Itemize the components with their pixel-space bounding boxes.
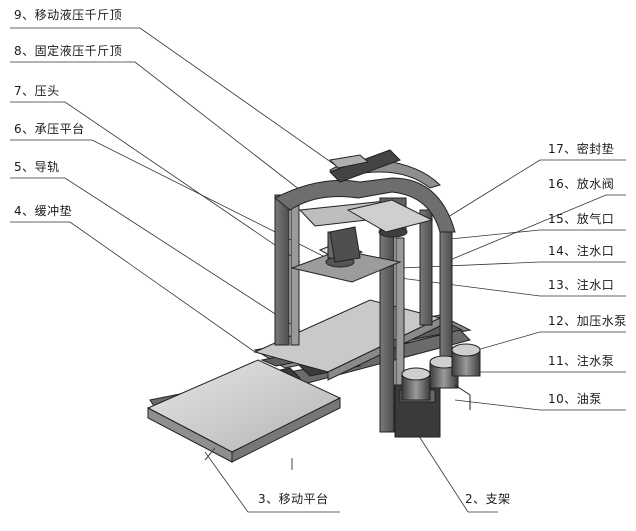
label-seal-gasket: 17、密封垫 [548,142,615,156]
label-moving-hydraulic-jack: 9、移动液压千斤顶 [14,8,123,22]
label-oil-pump: 10、油泵 [548,392,602,406]
label-moving-platform: 3、移动平台 [258,492,329,506]
label-water-inlet-14: 14、注水口 [548,244,615,258]
label-guide-rail: 5、导轨 [14,160,60,174]
label-air-vent: 15、放气口 [548,212,615,226]
label-water-inlet-13: 13、注水口 [548,278,615,292]
moving-platform [146,359,342,470]
label-fixed-hydraulic-jack: 8、固定液压千斤顶 [14,44,123,58]
support-frame [274,149,456,433]
label-support-frame: 2、支架 [465,492,511,506]
label-water-injection-pump: 11、注水泵 [548,354,615,368]
label-bearing-platform: 6、承压平台 [14,122,85,136]
label-press-head: 7、压头 [14,84,60,98]
label-drain-valve: 16、放水阀 [548,177,615,191]
label-buffer-pad: 4、缓冲垫 [14,204,73,218]
label-pressure-water-pump: 12、加压水泵 [548,314,627,328]
press-head [290,197,434,283]
pumps [394,343,481,438]
